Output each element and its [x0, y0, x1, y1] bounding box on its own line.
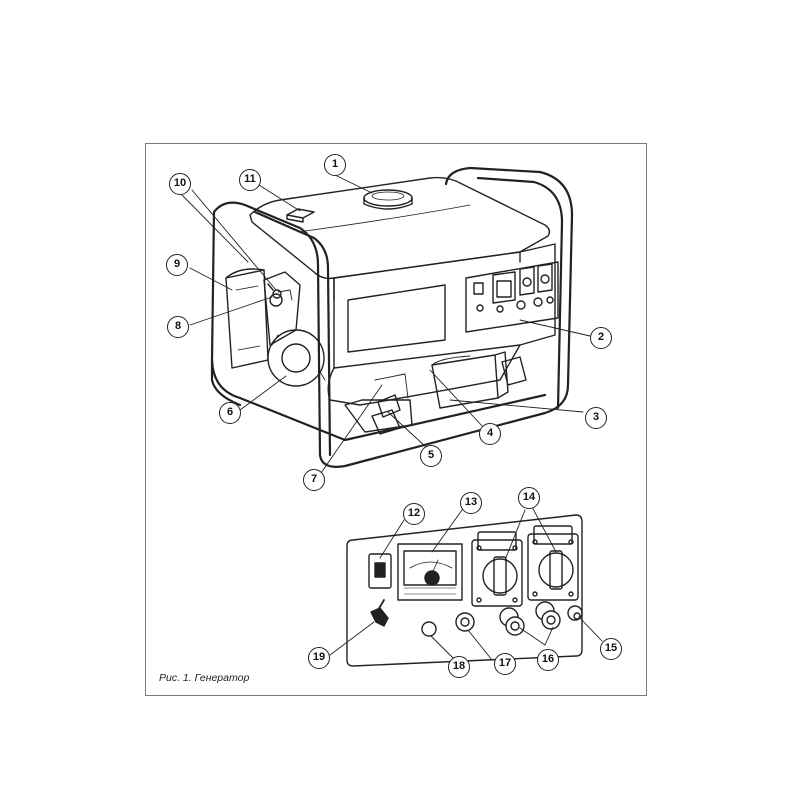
leader-lines: [181, 174, 603, 661]
socket-14-right: [527, 525, 579, 601]
control-panel: [346, 514, 583, 667]
dc-breaker-17: [455, 612, 475, 632]
ground-post-15: [567, 605, 583, 621]
callout-15: 15: [600, 638, 622, 660]
callout-19: 19: [308, 647, 330, 669]
callout-12: 12: [403, 503, 425, 525]
callout-18: 18: [448, 656, 470, 678]
callout-6: 6: [219, 402, 241, 424]
recoil-starter: [267, 329, 326, 387]
engine-underside: [344, 373, 413, 433]
callout-14: 14: [518, 487, 540, 509]
callout-11: 11: [239, 169, 261, 191]
breaker-switch-12: [368, 553, 392, 589]
callout-10: 10: [169, 173, 191, 195]
fuel-cap: [363, 189, 413, 210]
callout-17: 17: [494, 653, 516, 675]
fuel-gauge: [286, 208, 315, 223]
engine-block: [263, 271, 301, 346]
callout-5: 5: [420, 445, 442, 467]
muffler: [431, 351, 509, 409]
generator-panel: [465, 261, 559, 333]
callout-8: 8: [167, 316, 189, 338]
generator-housing: [327, 243, 556, 406]
voltmeter-13: [397, 543, 463, 601]
callout-3: 3: [585, 407, 607, 429]
callout-7: 7: [303, 469, 325, 491]
feet: [371, 356, 527, 435]
callout-13: 13: [460, 492, 482, 514]
callout-16: 16: [537, 649, 559, 671]
callout-9: 9: [166, 254, 188, 276]
figure-caption: Рис. 1. Генератор: [159, 672, 250, 684]
grounding-terminal-19: [370, 599, 389, 627]
callout-2: 2: [590, 327, 612, 349]
callout-1: 1: [324, 154, 346, 176]
fuel-valve: [267, 283, 282, 299]
socket-14-left: [471, 531, 523, 607]
callout-4: 4: [479, 423, 501, 445]
dc-terminals-16: [499, 601, 561, 636]
indicator-lamp-18: [421, 621, 437, 637]
air-filter: [225, 268, 269, 369]
